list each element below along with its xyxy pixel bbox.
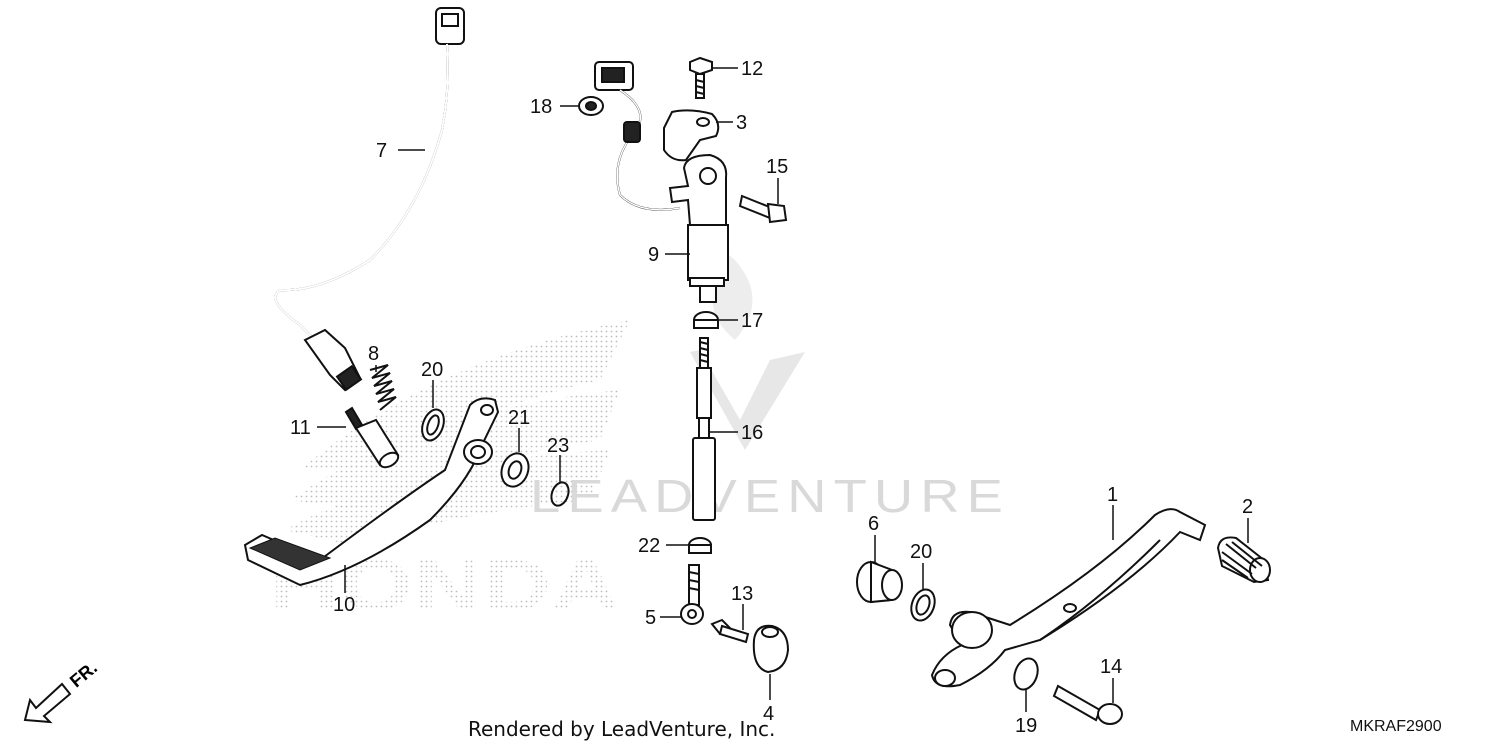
- callout-4[interactable]: 4: [763, 703, 774, 725]
- part-3-bracket[interactable]: [663, 109, 720, 162]
- callout-11[interactable]: 11: [290, 417, 311, 439]
- part-22-nut[interactable]: [688, 537, 712, 554]
- diagram-code: MKRAF2900: [1350, 718, 1442, 735]
- callout-1[interactable]: 1: [1107, 484, 1118, 506]
- part-8-spring[interactable]: [369, 364, 397, 411]
- part-5-rod-end[interactable]: [680, 564, 704, 625]
- part-18-nut[interactable]: [578, 96, 604, 116]
- leader-lines: [317, 67, 1249, 712]
- leadventure-watermark-text: LEADVENTURE: [530, 470, 1010, 522]
- render-credit: Rendered by LeadVenture, Inc.: [468, 717, 776, 741]
- callout-13[interactable]: 13: [731, 583, 753, 605]
- callout-3[interactable]: 3: [736, 112, 747, 134]
- part-23-circlip[interactable]: [548, 480, 571, 508]
- callout-19[interactable]: 19: [1015, 715, 1037, 737]
- front-direction-arrow: [23, 682, 72, 724]
- part-19-washer[interactable]: [1010, 655, 1042, 693]
- callout-21[interactable]: 21: [508, 407, 530, 429]
- callout-15[interactable]: 15: [766, 156, 788, 178]
- callout-20-left[interactable]: 20: [421, 359, 443, 381]
- part-4-joint[interactable]: [752, 624, 790, 674]
- part-20-washer-left[interactable]: [418, 407, 448, 444]
- part-16-push-rod[interactable]: [692, 337, 716, 521]
- callout-10[interactable]: 10: [333, 594, 355, 616]
- part-9-switch-assembly[interactable]: [594, 61, 729, 303]
- part-20-washer-right[interactable]: [907, 586, 939, 624]
- callout-5[interactable]: 5: [645, 607, 656, 629]
- part-12-bolt[interactable]: [689, 56, 713, 99]
- callout-2[interactable]: 2: [1242, 496, 1253, 518]
- part-6-collar[interactable]: [856, 560, 903, 604]
- callout-17[interactable]: 17: [741, 310, 763, 332]
- callout-20-right[interactable]: 20: [910, 541, 932, 563]
- callout-8[interactable]: 8: [368, 343, 379, 365]
- callout-18[interactable]: 18: [530, 96, 552, 118]
- part-14-bolt[interactable]: [1052, 684, 1123, 725]
- callout-16[interactable]: 16: [741, 422, 763, 444]
- part-2-rubber[interactable]: [1216, 536, 1271, 584]
- callout-14[interactable]: 14: [1100, 656, 1122, 678]
- part-7-wire-harness[interactable]: [274, 7, 465, 392]
- part-10-brake-pedal[interactable]: [243, 397, 500, 587]
- callout-6[interactable]: 6: [868, 513, 879, 535]
- part-13-bolt[interactable]: [710, 618, 750, 644]
- part-11-switch[interactable]: [344, 406, 401, 470]
- callout-23[interactable]: 23: [547, 435, 569, 457]
- part-21-washer[interactable]: [497, 450, 533, 491]
- callout-22[interactable]: 22: [638, 535, 660, 557]
- callout-12[interactable]: 12: [741, 58, 763, 80]
- callout-9[interactable]: 9: [648, 244, 659, 266]
- callout-labels: 7 8 11 20 21 23 10 18 9 3 12 15 17 16 22…: [290, 58, 1253, 737]
- part-17-nut[interactable]: [693, 311, 719, 329]
- part-15-bolt[interactable]: [738, 194, 788, 224]
- part-1-gearshift-pedal[interactable]: [930, 508, 1207, 688]
- callout-7[interactable]: 7: [376, 140, 387, 162]
